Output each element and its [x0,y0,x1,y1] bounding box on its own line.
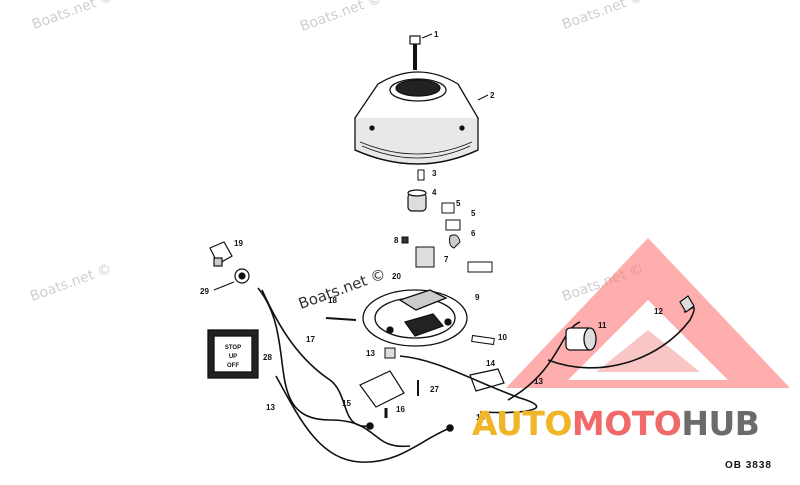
stop-switch-part [207,329,259,379]
wire-harness [257,287,695,463]
callout-28: 28 [263,353,272,362]
callout-29: 29 [200,287,209,296]
callout-13a: 13 [366,349,375,358]
brand-part-auto: AUTO [472,404,572,443]
callout-2: 2 [490,91,495,100]
callout-4: 4 [432,188,437,197]
callout-7: 7 [444,255,449,264]
callout-18: 18 [328,296,337,305]
callout-5b: 5 [471,209,476,218]
cover-plate-part [359,370,405,418]
flywheel-part [354,71,479,165]
key-part [417,169,425,181]
callout-3: 3 [432,169,437,178]
switch-label-stop: STOP [225,345,241,351]
callout-20: 20 [392,272,401,281]
callout-14: 14 [486,359,495,368]
diagram-ref: OB 3838 [724,460,772,471]
callout-8: 8 [394,236,399,245]
coil-part [565,327,597,351]
nut-part [384,347,396,359]
bushing-part [407,189,427,212]
callout-19: 19 [234,239,243,248]
pin-part [471,334,495,346]
callout-5: 5 [456,199,461,208]
callout-16: 16 [396,405,405,414]
bolt-part [409,33,433,70]
callout-12: 12 [654,307,663,316]
callout-11: 11 [598,321,607,330]
switch-label-off: OFF [227,363,239,369]
callout-13b: 13 [266,403,275,412]
callout-15: 15 [342,399,351,408]
callout-6: 6 [471,229,476,238]
callout-10: 10 [498,333,507,342]
brand-part-hub: HUB [681,404,760,443]
bulb-part [209,241,233,267]
callout-13c: 13 [476,413,485,422]
callout-27: 27 [430,385,439,394]
screw-part [325,317,357,321]
switch-label-up: UP [229,354,237,360]
brand-logo-icon [506,238,790,388]
stator-plate-part [362,289,468,347]
callout-13d: 13 [534,377,543,386]
grommet-part [213,268,250,291]
clip-part [401,202,493,273]
callout-9: 9 [475,293,480,302]
callout-17: 17 [306,335,315,344]
bracket-part [469,368,505,392]
brand-part-moto: MOTO [571,404,682,443]
brand-wordmark: AUTOMOTOHUB [472,404,760,443]
callout-1: 1 [434,30,439,39]
spark-boot-part [679,295,695,313]
